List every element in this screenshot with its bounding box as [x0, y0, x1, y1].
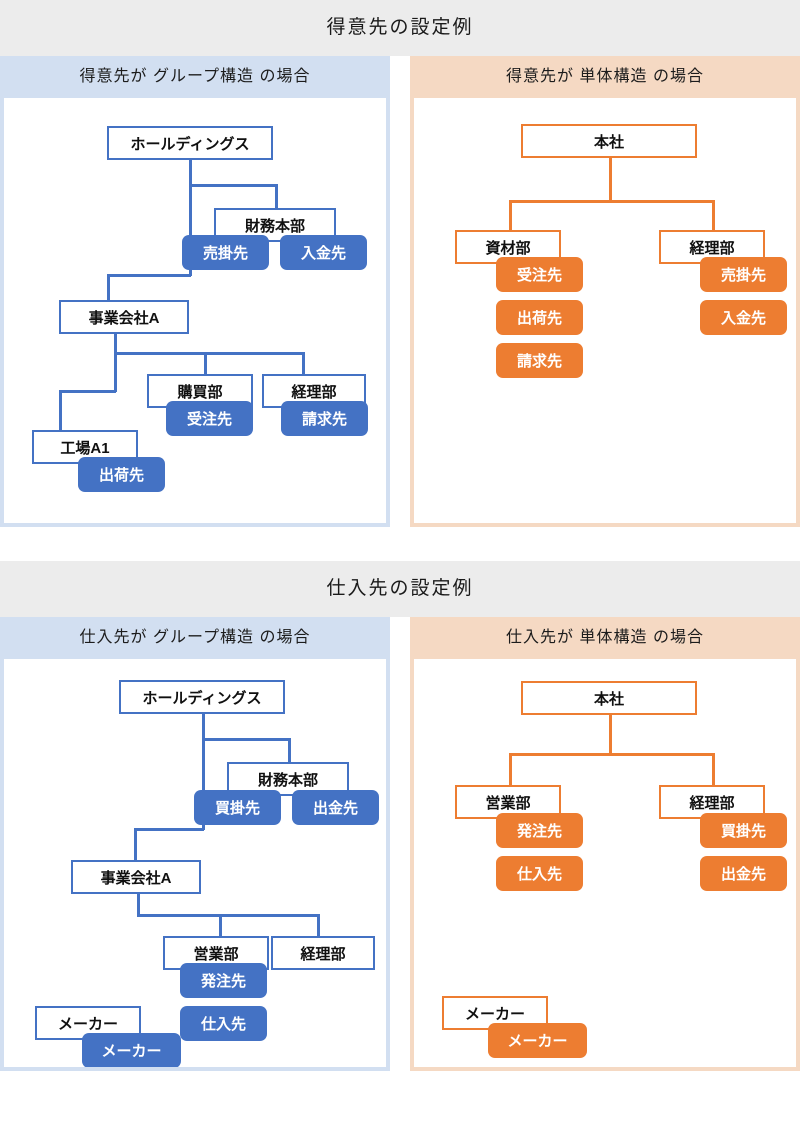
connector [509, 200, 714, 203]
pill-shukkinsaki[interactable]: 出金先 [700, 856, 787, 891]
node-holdings[interactable]: ホールディングス [119, 680, 285, 714]
connector [107, 274, 191, 277]
pill-maker[interactable]: メーカー [82, 1033, 181, 1067]
connector [509, 753, 512, 785]
section-band-title-1: 得意先の設定例 [0, 0, 800, 56]
connector [219, 914, 222, 936]
diagram-customer-group: ホールディングス 財務本部 事業会社A 購買部 経理部 工場A1 売掛先 入金先… [0, 98, 390, 527]
diagram-supplier-single: 本社 営業部 経理部 メーカー 発注先 仕入先 買掛先 出金先 メーカー [410, 659, 800, 1071]
panel-supplier-single-title: 仕入先が 単体構造 の場合 [410, 617, 800, 659]
pill-maker[interactable]: メーカー [488, 1023, 587, 1058]
pill-nyukinsaki[interactable]: 入金先 [700, 300, 787, 335]
section-1-panels: 得意先が グループ構造 の場合 ホールディングス 財務本部 事 [0, 56, 800, 527]
diagram-supplier-group: ホールディングス 財務本部 事業会社A 営業部 経理部 メーカー 買掛先 出金先… [0, 659, 390, 1071]
connector [59, 390, 116, 393]
connector [202, 714, 205, 738]
connector [509, 200, 512, 230]
node-company-a[interactable]: 事業会社A [71, 860, 201, 894]
connector [114, 352, 304, 355]
node-head-office[interactable]: 本社 [521, 681, 697, 715]
diagram-customer-single: 本社 資材部 経理部 受注先 出荷先 請求先 売掛先 入金先 [410, 98, 800, 527]
connector [712, 753, 715, 785]
connector [59, 390, 62, 430]
panel-customer-group: 得意先が グループ構造 の場合 ホールディングス 財務本部 事 [0, 56, 390, 527]
pill-kaikakesaki[interactable]: 買掛先 [700, 813, 787, 848]
panel-customer-single-title: 得意先が 単体構造 の場合 [410, 56, 800, 98]
pill-hacchusaki[interactable]: 発注先 [496, 813, 583, 848]
connector [114, 352, 117, 392]
pill-seikyusaki[interactable]: 請求先 [281, 401, 368, 436]
connector [712, 200, 715, 230]
pill-juchusaki[interactable]: 受注先 [166, 401, 253, 436]
pill-urikakesaki[interactable]: 売掛先 [700, 257, 787, 292]
section-band-title-2: 仕入先の設定例 [0, 561, 800, 617]
connector [137, 914, 319, 917]
pill-uriakesaki[interactable]: 売掛先 [182, 235, 269, 270]
panel-supplier-group: 仕入先が グループ構造 の場合 ホールディングス 財務本部 事業会社A 営業部 … [0, 617, 390, 1071]
section-spacer [0, 527, 800, 561]
connector [189, 184, 192, 276]
connector [288, 738, 291, 762]
pill-seikyusaki[interactable]: 請求先 [496, 343, 583, 378]
node-company-a[interactable]: 事業会社A [59, 300, 189, 334]
connector [317, 914, 320, 936]
connector [204, 352, 207, 374]
node-accounting-dept[interactable]: 経理部 [262, 374, 366, 408]
panel-supplier-group-title: 仕入先が グループ構造 の場合 [0, 617, 390, 659]
panel-customer-single: 得意先が 単体構造 の場合 本社 資材部 経理部 受注先 出荷先 請求先 売掛先… [410, 56, 800, 527]
panel-customer-group-title: 得意先が グループ構造 の場合 [0, 56, 390, 98]
connector [609, 715, 612, 755]
connector [134, 828, 137, 860]
section-2-panels: 仕入先が グループ構造 の場合 ホールディングス 財務本部 事業会社A 営業部 … [0, 617, 800, 1071]
pill-hacchusaki[interactable]: 発注先 [180, 963, 267, 998]
pill-shukkasaki[interactable]: 出荷先 [496, 300, 583, 335]
connector [114, 332, 117, 354]
connector [107, 274, 110, 302]
connector [509, 753, 714, 756]
pill-shiiresaki[interactable]: 仕入先 [496, 856, 583, 891]
connector [137, 894, 140, 916]
pill-kaikakesaki[interactable]: 買掛先 [194, 790, 281, 825]
connector [202, 738, 205, 830]
pill-shukkinsaki[interactable]: 出金先 [292, 790, 379, 825]
pill-juchusaki[interactable]: 受注先 [496, 257, 583, 292]
node-head-office[interactable]: 本社 [521, 124, 697, 158]
connector [134, 828, 204, 831]
pill-shiiresaki[interactable]: 仕入先 [180, 1006, 267, 1041]
node-holdings[interactable]: ホールディングス [107, 126, 273, 160]
pill-shukkasaki[interactable]: 出荷先 [78, 457, 165, 492]
panel-supplier-single: 仕入先が 単体構造 の場合 本社 営業部 経理部 メーカー 発注先 仕入先 買掛… [410, 617, 800, 1071]
connector [189, 160, 192, 184]
connector [302, 352, 305, 374]
connector [202, 738, 290, 741]
node-accounting-dept[interactable]: 経理部 [271, 936, 375, 970]
connector [275, 184, 278, 208]
connector [189, 184, 277, 187]
pill-nyukinsaki[interactable]: 入金先 [280, 235, 367, 270]
connector [609, 158, 612, 202]
